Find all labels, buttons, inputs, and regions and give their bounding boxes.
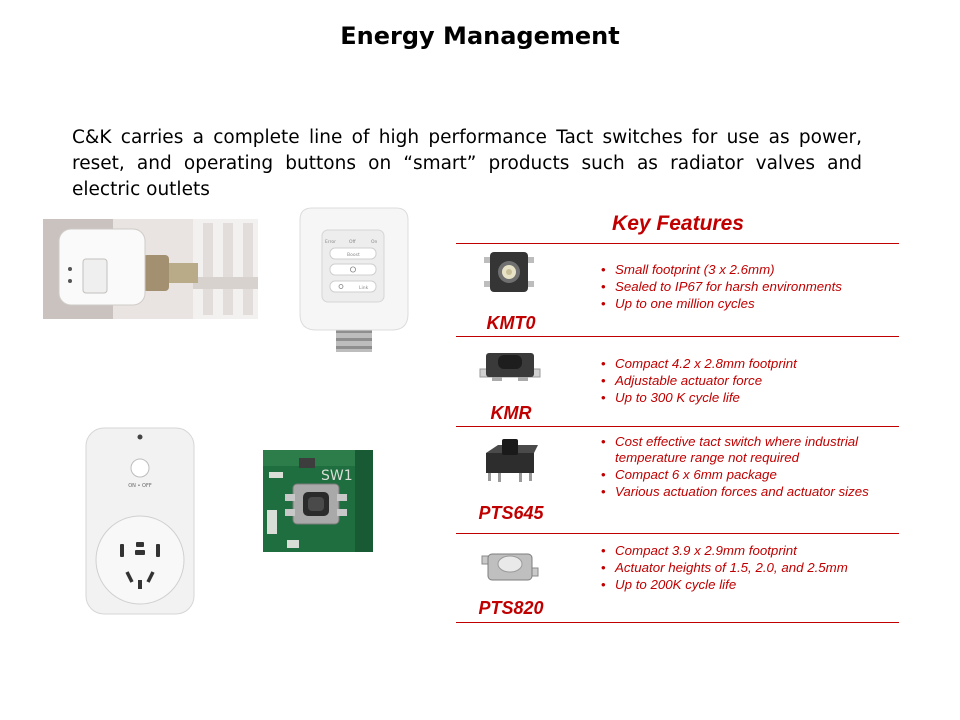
valve-label-on: On: [371, 239, 378, 245]
feature-list-pts645: Cost effective tact switch where industr…: [601, 434, 897, 501]
feature-item: Up to 200K cycle life: [601, 577, 897, 593]
product-name-pts820: PTS820: [478, 598, 544, 618]
pcb-silkscreen-label: SW1: [321, 468, 353, 484]
product-row-pts820: PTS820 Compact 3.9 x 2.9mm footprint Act…: [456, 534, 899, 623]
feature-item: Compact 6 x 6mm package: [601, 467, 897, 483]
kmt0-switch-image: [478, 249, 542, 295]
thermostat-head-photo: Error Off On Boost Link: [296, 206, 412, 354]
pts820-switch-image: [478, 542, 542, 588]
smart-plug-photo: ON • OFF: [84, 426, 196, 616]
feature-list-kmr: Compact 4.2 x 2.8mm footprint Adjustable…: [601, 356, 897, 407]
feature-item: Up to 300 K cycle life: [601, 390, 897, 406]
feature-item: Up to one million cycles: [601, 296, 897, 312]
feature-item: Various actuation forces and actuator si…: [601, 484, 897, 500]
product-row-pts645: PTS645 Cost effective tact switch where …: [456, 427, 899, 534]
feature-item: Actuator heights of 1.5, 2.0, and 2.5mm: [601, 560, 897, 576]
valve-label-error: Error: [325, 239, 336, 245]
feature-list-kmt0: Small footprint (3 x 2.6mm) Sealed to IP…: [601, 262, 897, 313]
feature-item: Compact 3.9 x 2.9mm footprint: [601, 543, 897, 559]
feature-item: Compact 4.2 x 2.8mm footprint: [601, 356, 897, 372]
pts645-switch-image: [478, 437, 542, 483]
plug-on-off-label: ON • OFF: [128, 483, 152, 489]
feature-item: Adjustable actuator force: [601, 373, 897, 389]
valve-label-link: Link: [359, 285, 369, 291]
product-name-kmr: KMR: [490, 403, 532, 423]
pcb-switch-photo: SW1: [263, 450, 373, 552]
product-name-kmt0: KMT0: [486, 313, 536, 333]
product-row-kmr: KMR Compact 4.2 x 2.8mm footprint Adjust…: [456, 337, 899, 427]
kmr-switch-image: [478, 343, 542, 389]
feature-list-pts820: Compact 3.9 x 2.9mm footprint Actuator h…: [601, 543, 897, 594]
feature-item: Small footprint (3 x 2.6mm): [601, 262, 897, 278]
radiator-valve-photo: [43, 219, 258, 319]
feature-item: Cost effective tact switch where industr…: [601, 434, 897, 465]
product-name-pts645: PTS645: [478, 503, 544, 523]
key-features-heading: Key Features: [612, 212, 744, 235]
valve-label-off: Off: [349, 239, 357, 245]
intro-paragraph: C&K carries a complete line of high perf…: [72, 127, 862, 200]
valve-label-boost: Boost: [347, 252, 360, 258]
feature-item: Sealed to IP67 for harsh environments: [601, 279, 897, 295]
key-features-table: KMT0 Small footprint (3 x 2.6mm) Sealed …: [456, 243, 899, 623]
page-title: Energy Management: [340, 22, 620, 50]
product-row-kmt0: KMT0 Small footprint (3 x 2.6mm) Sealed …: [456, 244, 899, 337]
